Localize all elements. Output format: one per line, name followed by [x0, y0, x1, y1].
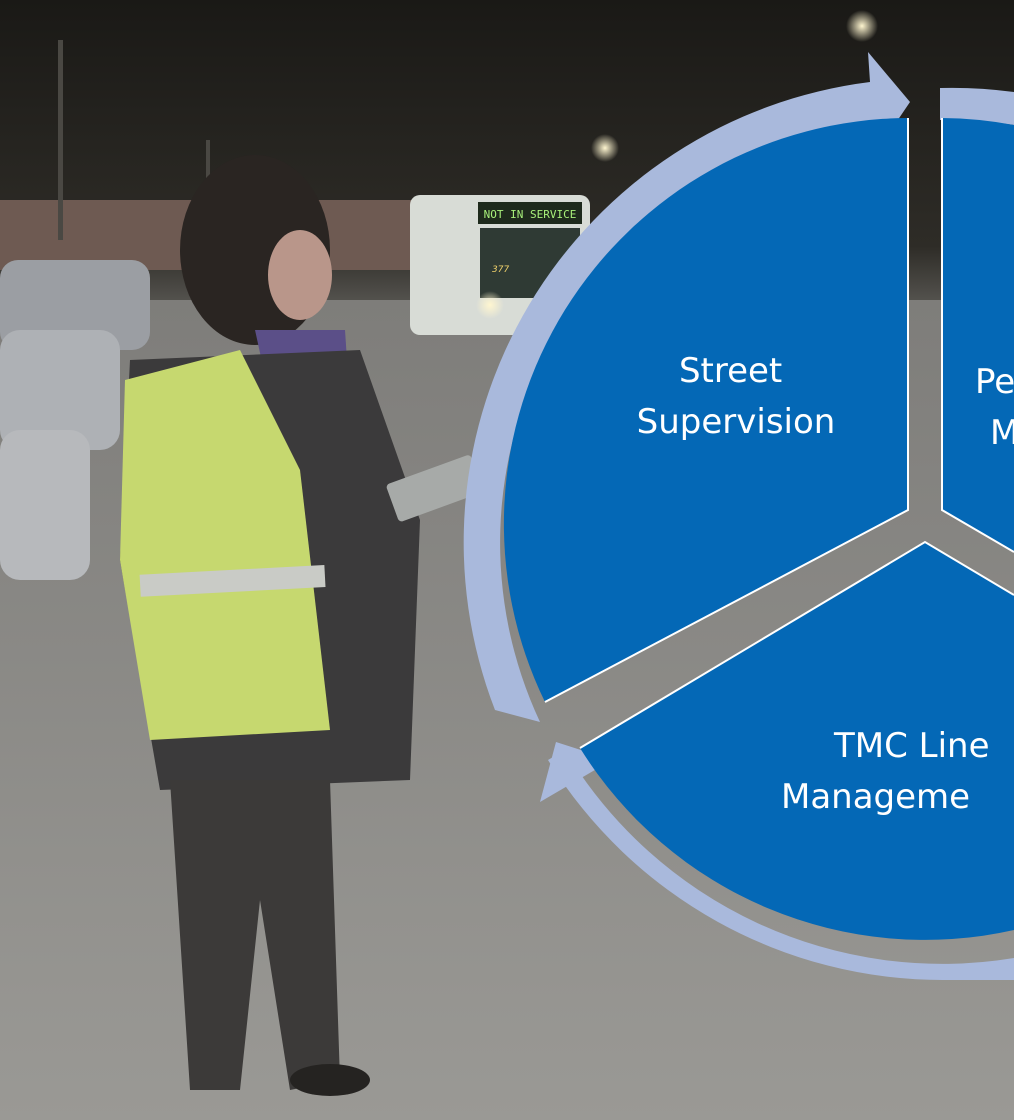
vest-stripe [139, 565, 326, 597]
bus-sign: NOT IN SERVICE [484, 208, 577, 221]
ring-arrow-left [548, 750, 1014, 981]
segment-tmc-line-management [580, 542, 1014, 940]
segment-street-supervision [503, 118, 908, 702]
cycle-diagram: Street Supervision Pe M TMC Line Managem… [463, 52, 1014, 981]
bus-number: 377 [492, 265, 509, 275]
label-line: Supervision [637, 402, 836, 442]
label-line: TMC Line [833, 726, 990, 766]
parked-car [0, 330, 120, 450]
safety-vest [120, 350, 330, 740]
label-top-right: Pe M [975, 362, 1014, 453]
street-light [846, 10, 878, 42]
label-line: M [990, 413, 1014, 453]
gap-lines [544, 118, 1014, 749]
person [120, 155, 483, 1096]
street-light [591, 134, 619, 162]
light-pole [58, 40, 63, 240]
label-line: Street [679, 351, 782, 391]
label-street-supervision: Street Supervision [637, 351, 836, 442]
label-line: Manageme [781, 777, 970, 817]
person-legs [170, 780, 340, 1090]
segment-top-right [942, 118, 1014, 552]
tablet [386, 455, 483, 522]
parked-car [0, 430, 90, 580]
label-line: Pe [975, 362, 1014, 402]
label-tmc-line-management: TMC Line Manageme [781, 726, 1000, 817]
person-face [268, 230, 332, 320]
ring-arrow-right [940, 87, 1014, 125]
parked-car [0, 260, 150, 350]
person-shoe [290, 1064, 370, 1096]
